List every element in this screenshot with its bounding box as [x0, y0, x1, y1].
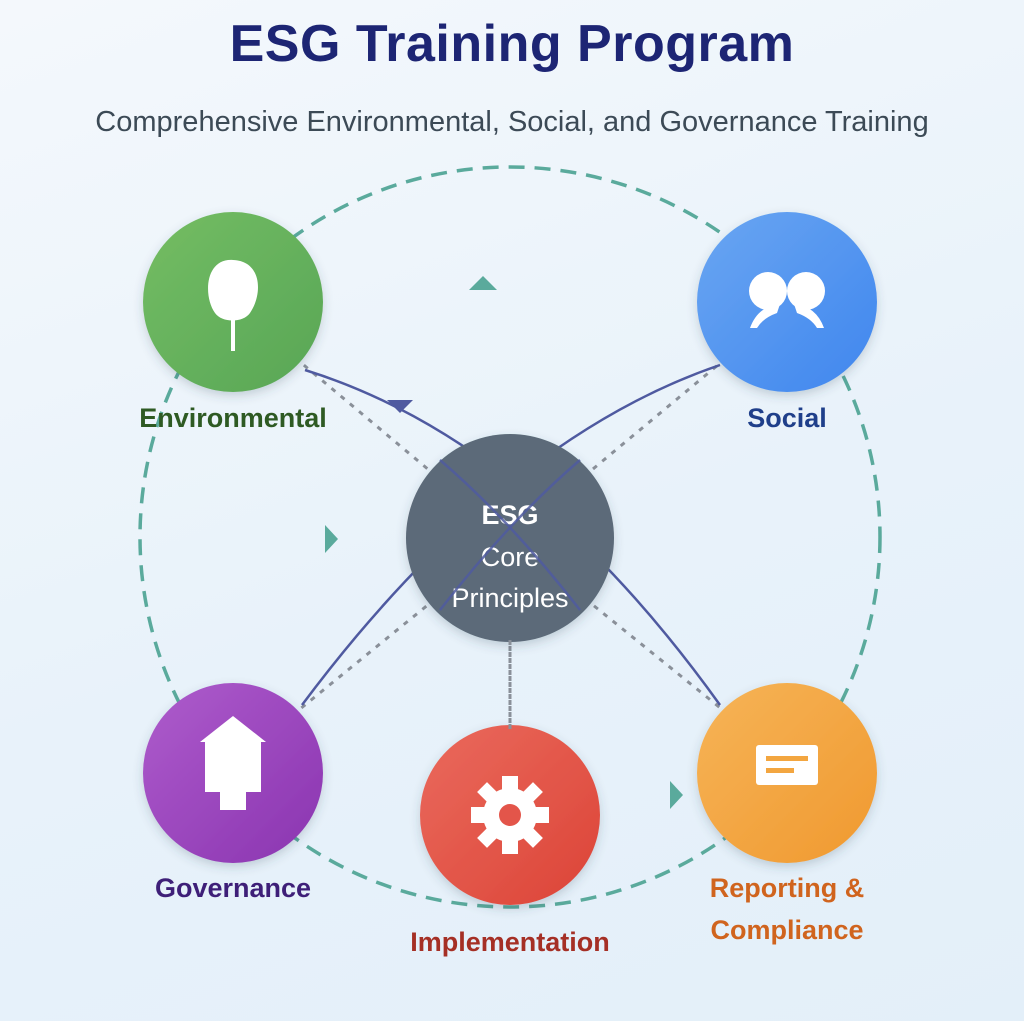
- dotted-line-governance: [261, 536, 511, 742]
- dotted-line-reporting: [509, 536, 761, 742]
- social-label: Social: [747, 403, 827, 433]
- arrow-right-icon: [670, 781, 683, 809]
- center-circle: [406, 434, 614, 642]
- arrow-right-icon: [325, 525, 338, 553]
- orbit-ring: [138, 165, 882, 909]
- environmental-label: Environmental: [139, 403, 327, 433]
- people-icon: [749, 272, 825, 328]
- arrow-up-icon: [469, 276, 497, 290]
- node-social[interactable]: [697, 212, 877, 392]
- page-title: ESG Training Program: [229, 15, 795, 73]
- center-crossing-lines: [439, 459, 581, 611]
- reporting-label-line1: Reporting &: [710, 873, 865, 903]
- center-label-line3: Principles: [451, 583, 568, 613]
- document-icon: [756, 745, 818, 785]
- center-label-line2: Core: [481, 542, 540, 572]
- page-subtitle: Comprehensive Environmental, Social, and…: [95, 106, 929, 138]
- node-reporting-compliance[interactable]: [697, 683, 877, 863]
- implementation-label: Implementation: [410, 927, 610, 957]
- reporting-label-line2: Compliance: [710, 915, 863, 945]
- building-icon: [200, 716, 266, 810]
- center-node[interactable]: ESG Core Principles: [406, 434, 614, 642]
- tree-icon: [208, 259, 258, 351]
- governance-label: Governance: [155, 873, 311, 903]
- node-implementation[interactable]: [420, 725, 600, 905]
- gear-icon: [471, 776, 549, 854]
- node-governance[interactable]: [143, 683, 323, 863]
- center-label-line1: ESG: [481, 500, 538, 530]
- social-circle: [697, 212, 877, 392]
- node-environmental[interactable]: [143, 212, 323, 392]
- arrow-down-icon: [387, 400, 413, 413]
